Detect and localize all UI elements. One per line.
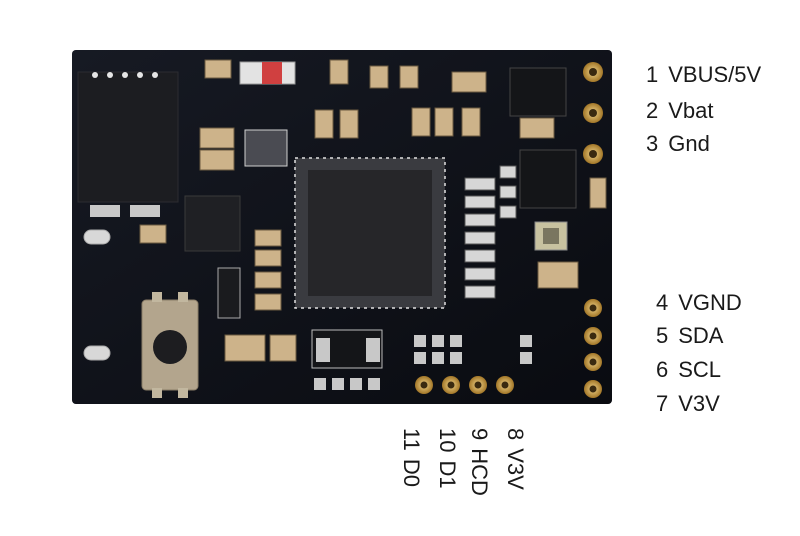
pin-name: D1 (435, 460, 460, 489)
pin-number: 4 (656, 290, 669, 315)
pin-label-9: 9HCD (466, 428, 492, 496)
bottom-gold-pads (415, 376, 514, 394)
pin-number: 10 (435, 428, 460, 453)
pin-name: SCL (678, 357, 722, 382)
pin-label-2: 2 Vbat (646, 98, 714, 124)
qfn-chip-left (184, 195, 241, 252)
right-gold-pads-bottom (584, 299, 602, 398)
pin-label-10: 10D1 (434, 428, 460, 489)
pin-number: 7 (656, 391, 669, 416)
pin-number: 1 (646, 62, 659, 87)
left-chip (77, 71, 179, 203)
pin-name: V3V (503, 448, 528, 490)
mount-slot-bottom (83, 345, 111, 361)
pin-number: 9 (467, 428, 492, 441)
main-chip (294, 157, 446, 309)
pin-number: 11 (399, 428, 424, 451)
pin-name: Gnd (668, 131, 710, 156)
pin-label-6: 6 SCL (656, 357, 721, 383)
pin-label-5: 5 SDA (656, 323, 724, 349)
pin-name: VBUS/5V (668, 62, 762, 87)
pin-number: 8 (503, 428, 528, 441)
pin-label-11: 11D0 (398, 428, 424, 487)
crystal (244, 129, 288, 167)
push-button (141, 292, 199, 398)
pin-label-7: 7 V3V (656, 391, 720, 417)
pin-number: 5 (656, 323, 669, 348)
pin-label-4: 4 VGND (656, 290, 742, 316)
pin-number: 2 (646, 98, 659, 123)
pin-label-1: 1 VBUS/5V (646, 62, 761, 88)
pin-name: HCD (467, 448, 492, 496)
pin-label-8: 8V3V (502, 428, 528, 490)
right-gold-pads-top (583, 62, 603, 164)
pin-name: VGND (678, 290, 742, 315)
pin-label-3: 3 Gnd (646, 131, 710, 157)
right-ic (509, 67, 567, 117)
pin-name: V3V (678, 391, 720, 416)
pin-name: Vbat (668, 98, 714, 123)
pin-name: D0 (399, 458, 424, 487)
mount-slot-top (83, 229, 111, 245)
pin-number: 6 (656, 357, 669, 382)
pin-name: SDA (678, 323, 724, 348)
pin-number: 3 (646, 131, 659, 156)
right-ic-2 (519, 149, 577, 209)
